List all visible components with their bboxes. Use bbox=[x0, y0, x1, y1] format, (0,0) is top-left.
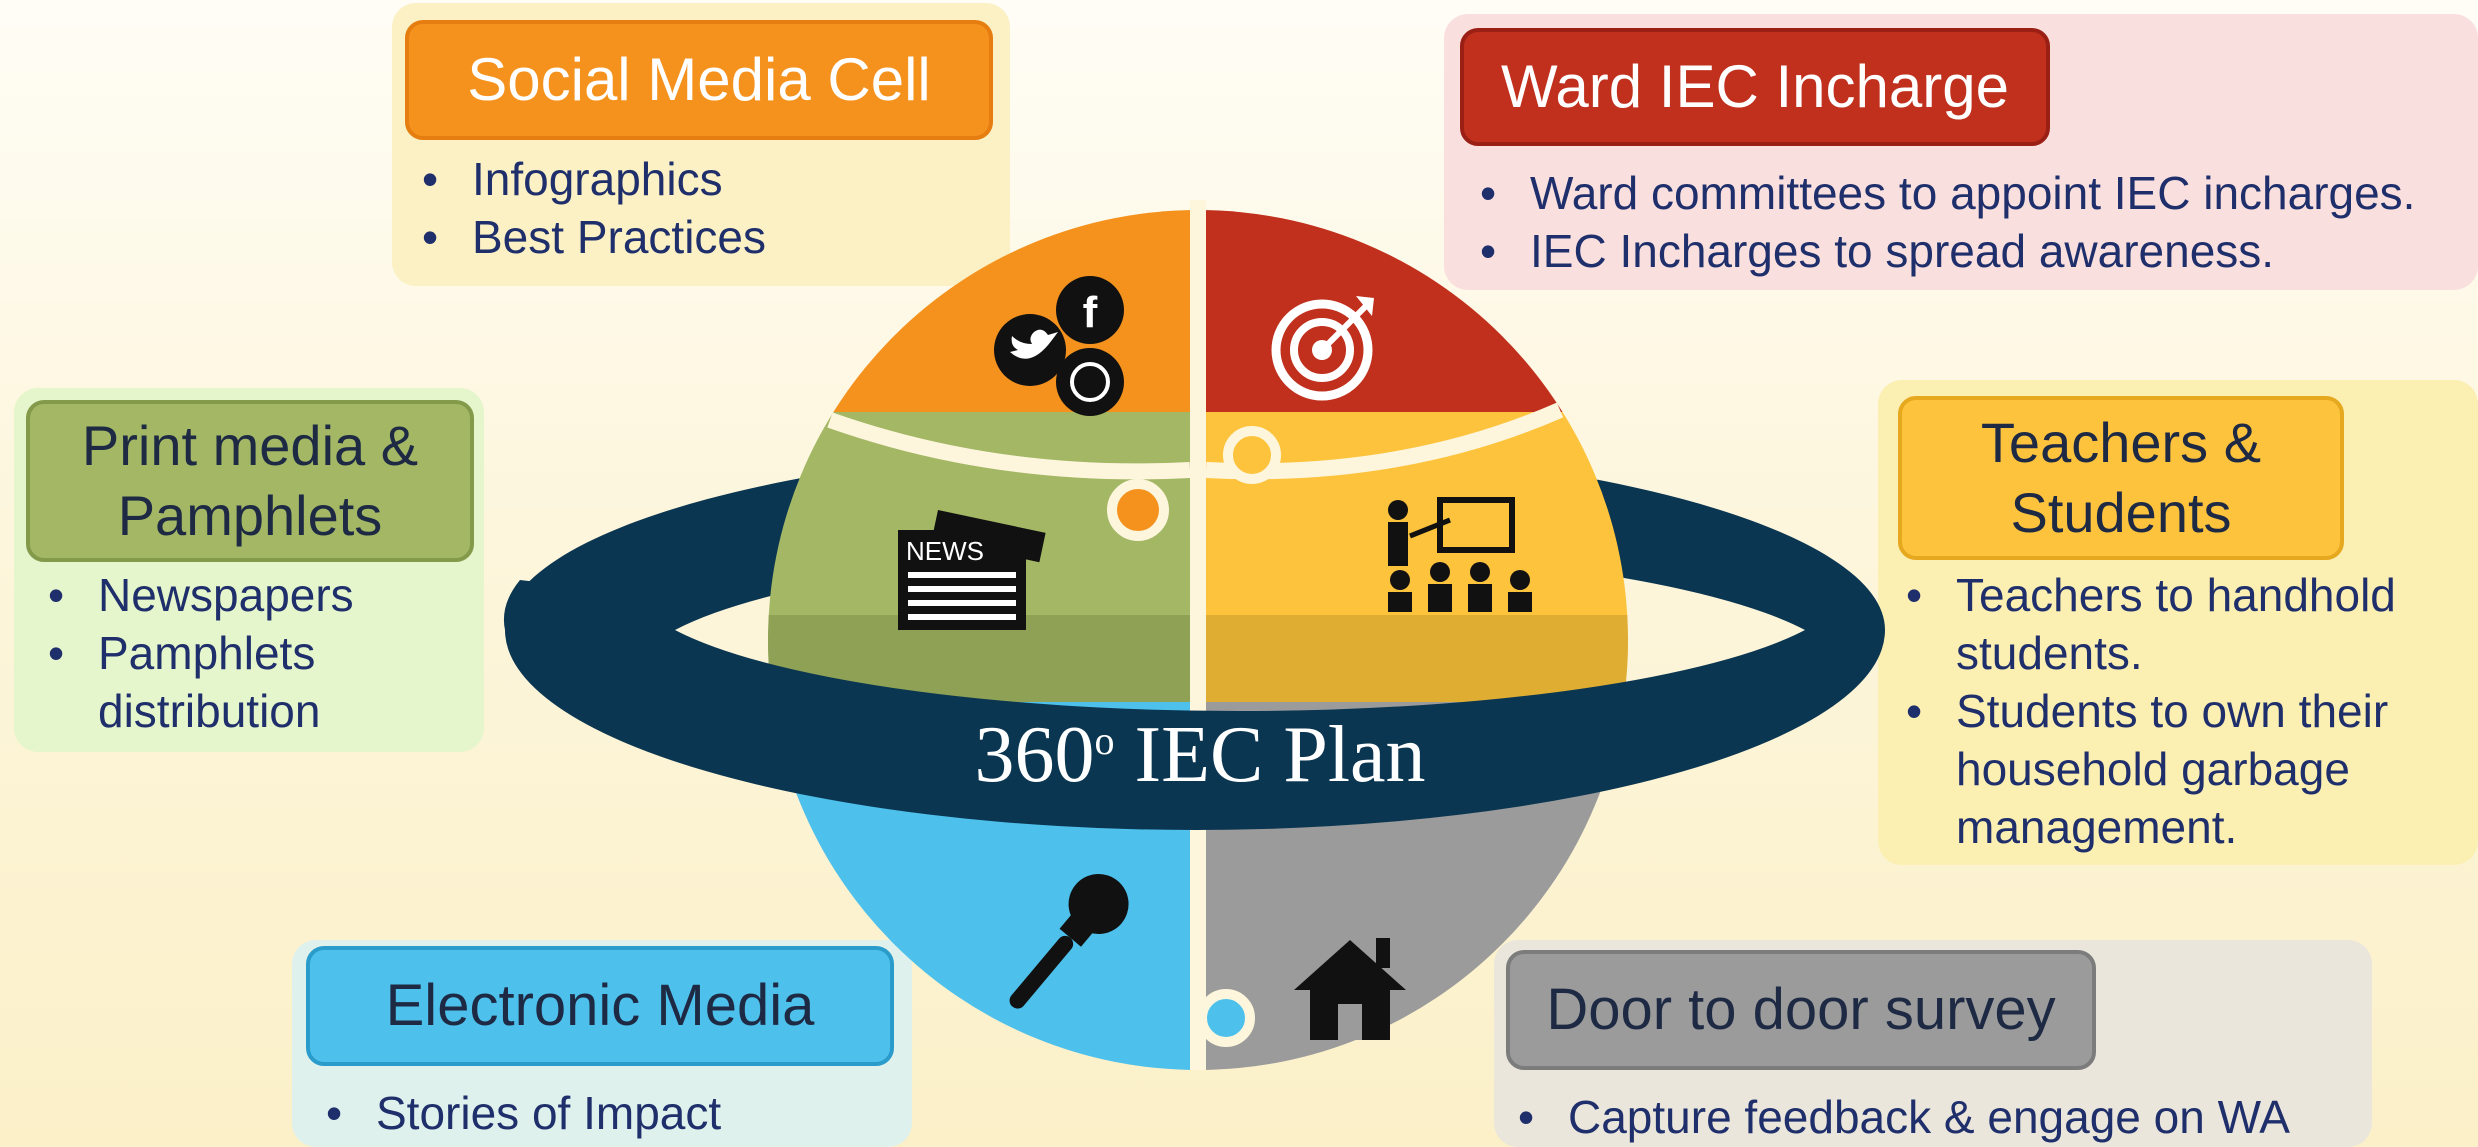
svg-text:NEWS: NEWS bbox=[906, 536, 984, 566]
list-item: Best Practices bbox=[410, 208, 766, 266]
ring-front bbox=[505, 630, 1885, 830]
list-item: Ward committees to appoint IEC incharges… bbox=[1468, 164, 2415, 222]
list-item: Stories of Impact bbox=[314, 1084, 721, 1142]
news-microphone-icon bbox=[1009, 874, 1129, 1009]
electronic-media-list: Stories of Impact bbox=[314, 1084, 721, 1142]
social-media-list: Infographics Best Practices bbox=[410, 150, 766, 266]
ward-iec-title: Ward IEC Incharge bbox=[1460, 28, 2050, 146]
house-icon bbox=[1294, 938, 1406, 1040]
electronic-media-title-text: Electronic Media bbox=[385, 973, 815, 1039]
print-media-title-line: Pamphlets bbox=[117, 484, 383, 547]
newspaper-icon: NEWS bbox=[898, 510, 1046, 630]
list-item: Capture feedback & engage on WA bbox=[1506, 1088, 2290, 1146]
social-media-icons: f bbox=[994, 276, 1124, 416]
ward-iec-title-text: Ward IEC Incharge bbox=[1501, 53, 2009, 120]
teachers-title-line: Students bbox=[2010, 481, 2232, 544]
door-survey-title: Door to door survey bbox=[1506, 950, 2096, 1070]
social-media-title-text: Social Media Cell bbox=[467, 46, 931, 113]
center-title: 360o IEC Plan bbox=[974, 711, 1426, 799]
door-survey-title-text: Door to door survey bbox=[1546, 977, 2056, 1043]
classroom-icon bbox=[1388, 497, 1532, 612]
svg-text:f: f bbox=[1083, 288, 1098, 337]
list-item: IEC Incharges to spread awareness. bbox=[1468, 222, 2415, 280]
list-item: Infographics bbox=[410, 150, 766, 208]
print-media-title: Print media & Pamphlets bbox=[26, 400, 474, 562]
teachers-title: Teachers & Students bbox=[1898, 396, 2344, 560]
ward-iec-list: Ward committees to appoint IEC incharges… bbox=[1468, 164, 2415, 280]
print-media-title-line: Print media & bbox=[81, 414, 419, 477]
target-icon bbox=[1271, 296, 1374, 401]
teachers-title-line: Teachers & bbox=[1980, 411, 2262, 474]
social-media-title: Social Media Cell bbox=[405, 20, 993, 140]
electronic-media-title: Electronic Media bbox=[306, 946, 894, 1066]
list-item: Newspapers bbox=[36, 566, 354, 624]
door-survey-list: Capture feedback & engage on WA bbox=[1506, 1088, 2290, 1146]
segment-social-media bbox=[768, 210, 1190, 412]
